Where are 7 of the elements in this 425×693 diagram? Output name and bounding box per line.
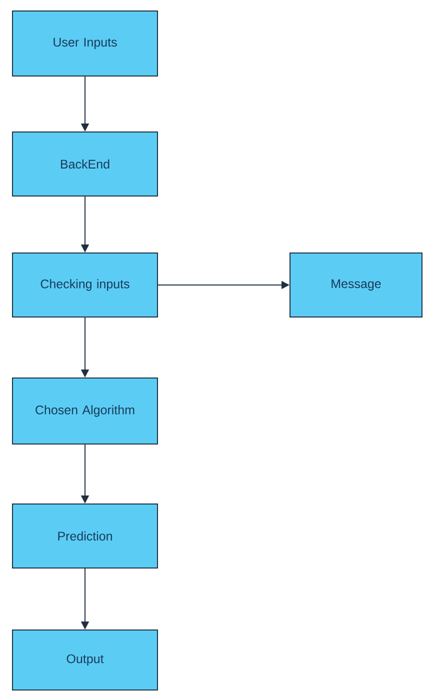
process-box: Message — [290, 252, 422, 318]
process-box: BackEnd — [12, 132, 158, 196]
process-box: Checking inputs — [12, 252, 158, 318]
process-box: User Inputs — [12, 10, 158, 76]
process-box: Prediction — [12, 504, 158, 568]
process-box: Output — [12, 630, 158, 690]
process-box: Chosen Algorithm — [12, 378, 158, 444]
